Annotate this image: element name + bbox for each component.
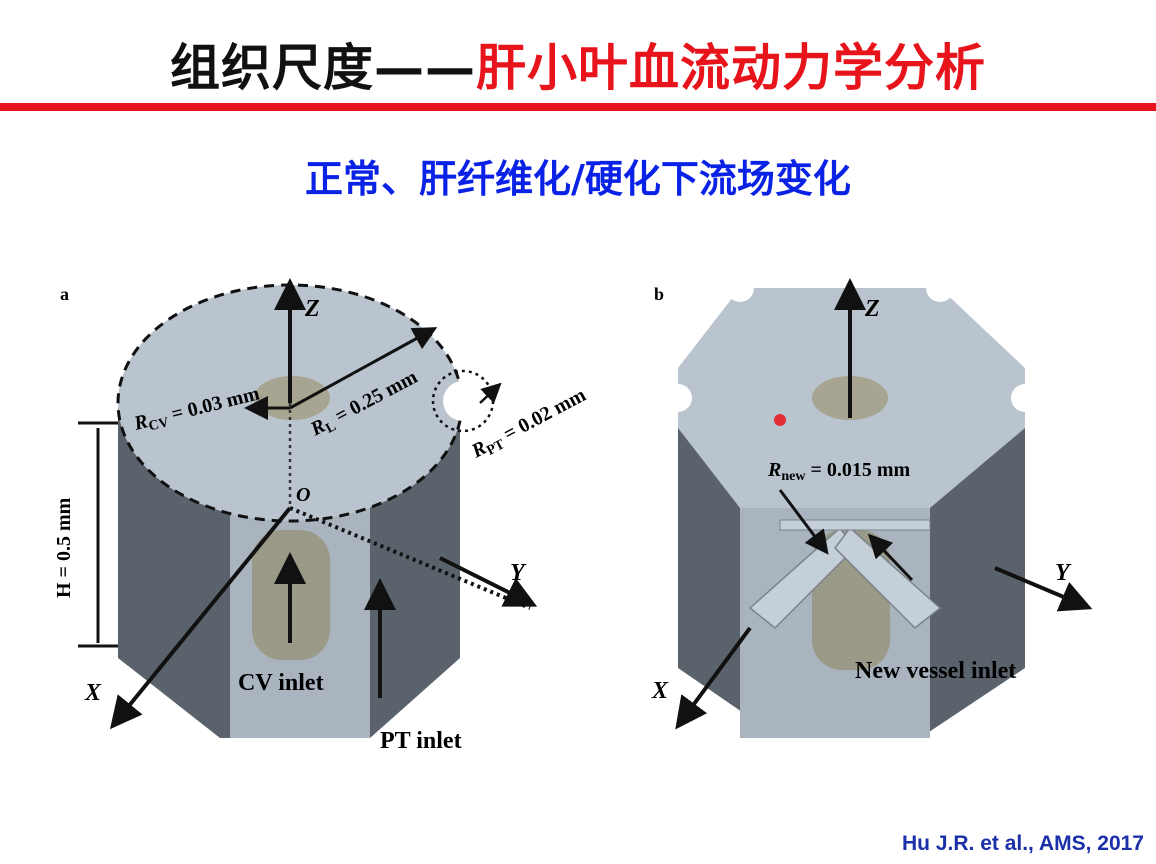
- z-axis-label: Z: [864, 296, 880, 322]
- panel-label-b: b: [654, 284, 664, 304]
- pt-notch: [1011, 384, 1039, 412]
- pt-notch: [664, 384, 692, 412]
- cv-inlet-label: CV inlet: [238, 670, 324, 696]
- r-new-label: Rnew = 0.015 mm: [767, 459, 911, 484]
- cursor-dot: [774, 414, 786, 426]
- height-label: H = 0.5 mm: [53, 497, 75, 598]
- figure-a-diagram: a Z Y X O RCV = 0.03 mm RL = 0.25 mm RPT…: [53, 278, 590, 754]
- y-axis-label: Y: [1055, 560, 1072, 586]
- z-axis-label: Z: [304, 296, 320, 322]
- y-axis: [439, 556, 538, 607]
- citation: Hu J.R. et al., AMS, 2017: [902, 832, 1144, 855]
- slide-title: 组织尺度——肝小叶血流动力学分析: [0, 28, 1156, 100]
- new-vessel-inlet-label: New vessel inlet: [855, 658, 1016, 684]
- y-axis-label: Y: [510, 560, 527, 586]
- title-divider: [0, 103, 1156, 111]
- x-axis-label: X: [651, 678, 669, 704]
- pt-notch: [726, 274, 754, 302]
- x-axis: [675, 626, 752, 730]
- x-axis: [109, 506, 292, 730]
- portal-triad-notch: [443, 381, 483, 421]
- r-new-arrow-right: [867, 533, 914, 582]
- figure-a: a Z Y X O RCV = 0.03 mm RL = 0.25 mm RPT…: [40, 268, 600, 758]
- figure-b: b Z Y X Rnew = 0.015 mm New vessel inlet: [640, 268, 1110, 758]
- r-l-arrow: [289, 327, 438, 410]
- origin-label: O: [296, 484, 310, 506]
- new-vessel-bridge: [779, 519, 931, 531]
- pt-notch: [926, 274, 954, 302]
- r-new-arrow-left: [778, 489, 829, 555]
- slide-subtitle: 正常、肝纤维化/硬化下流场变化: [305, 157, 851, 201]
- y-axis-dotted: [289, 506, 531, 610]
- figure-b-diagram: b Z Y X Rnew = 0.015 mm New vessel inlet: [651, 274, 1093, 738]
- panel-label-a: a: [60, 284, 69, 304]
- title-topic: 肝小叶血流动力学分析: [476, 39, 986, 97]
- y-axis: [994, 566, 1093, 612]
- pt-inlet-label: PT inlet: [380, 728, 462, 754]
- x-axis-label: X: [84, 680, 102, 706]
- title-prefix: 组织尺度——: [170, 39, 476, 97]
- r-pt-arrow: [479, 382, 502, 404]
